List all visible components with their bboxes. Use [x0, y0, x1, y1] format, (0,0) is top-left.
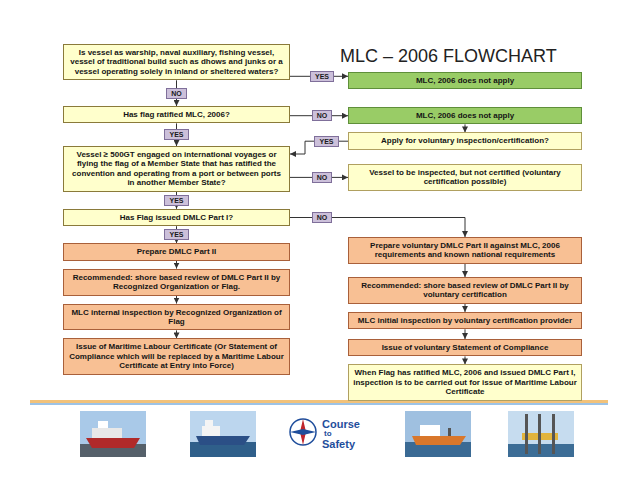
box-text: Issue of Maritime Labour Certificate (Or… — [68, 342, 285, 370]
outcome-box: MLC, 2006 does not apply — [348, 72, 582, 89]
footer-band — [30, 403, 608, 405]
decision-box: Has Flag issued DMLC Part I? — [63, 209, 290, 226]
flow-arrow — [465, 304, 466, 312]
flow-arrow — [465, 356, 466, 364]
process-box: Recommended: shore based review of DMLC … — [63, 269, 290, 296]
process-box: Recommended: shore based review of DMLC … — [348, 277, 582, 304]
yes-no-tag: NO — [312, 172, 333, 183]
flow-arrow — [465, 124, 466, 132]
box-text: Recommended: shore based review of DMLC … — [68, 273, 285, 292]
ship-photo — [405, 411, 471, 457]
box-text: MLC initial inspection by voluntary cert… — [353, 316, 577, 325]
flow-arrow — [176, 261, 177, 269]
box-text: Prepare voluntary DMLC Part II against M… — [353, 241, 577, 260]
process-box: Issue of voluntary Statement of Complian… — [348, 339, 582, 356]
process-box: Issue of Maritime Labour Certificate (Or… — [63, 338, 290, 374]
logo-text: to — [324, 430, 332, 438]
logo-text: Safety — [322, 439, 355, 450]
decision-box: Is vessel as warship, naval auxiliary, f… — [63, 44, 290, 80]
yes-no-tag: YES — [310, 71, 334, 82]
yes-no-tag: YES — [164, 195, 188, 206]
box-text: Has flag ratified MLC, 2006? — [68, 110, 285, 119]
box-text: Vessel to be inspected, but not certifie… — [353, 168, 577, 187]
flowchart-title: MLC – 2006 FLOWCHART — [340, 46, 557, 67]
box-text: Recommended: shore based review of DMLC … — [353, 281, 577, 300]
flow-arrow — [465, 329, 466, 339]
box-text: Has Flag issued DMLC Part I? — [68, 213, 285, 222]
process-box: MLC internal inspection by Recognized Or… — [63, 304, 290, 331]
yes-no-tag: YES — [314, 136, 338, 147]
yes-no-tag: NO — [312, 110, 333, 121]
ship-photo — [80, 411, 146, 457]
compass-logo — [290, 419, 316, 445]
decision-box: Vessel ≥ 500GT engaged on international … — [63, 146, 290, 192]
flow-arrow — [176, 296, 177, 304]
note-box: When Flag has ratified MLC, 2006 and iss… — [348, 364, 582, 400]
flow-arrow — [176, 330, 177, 338]
box-text: Prepare DMLC Part II — [68, 247, 285, 256]
box-text: MLC, 2006 does not apply — [353, 111, 577, 120]
decision-box: Apply for voluntary inspection/certifica… — [348, 132, 582, 149]
box-text: Is vessel as warship, naval auxiliary, f… — [68, 48, 285, 76]
logo-text: Course — [322, 419, 360, 430]
decision-box: Has flag ratified MLC, 2006? — [63, 106, 290, 123]
yes-no-tag: YES — [164, 229, 188, 240]
note-box: Vessel to be inspected, but not certifie… — [348, 164, 582, 191]
outcome-box: MLC, 2006 does not apply — [348, 107, 582, 124]
flow-arrow — [465, 264, 466, 277]
box-text: MLC internal inspection by Recognized Or… — [68, 308, 285, 327]
process-box: MLC initial inspection by voluntary cert… — [348, 312, 582, 329]
rig-photo — [508, 411, 574, 457]
yes-no-tag: NO — [166, 88, 187, 99]
yes-no-tag: NO — [312, 212, 333, 223]
ship-photo — [190, 411, 256, 457]
yes-no-tag: YES — [164, 129, 188, 140]
box-text: Vessel ≥ 500GT engaged on international … — [68, 150, 285, 188]
box-text: Issue of voluntary Statement of Complian… — [353, 343, 577, 352]
box-text: Apply for voluntary inspection/certifica… — [353, 136, 577, 145]
box-text: When Flag has ratified MLC, 2006 and iss… — [353, 368, 577, 396]
process-box: Prepare DMLC Part II — [63, 243, 290, 260]
box-text: MLC, 2006 does not apply — [353, 76, 577, 85]
process-box: Prepare voluntary DMLC Part II against M… — [348, 237, 582, 264]
